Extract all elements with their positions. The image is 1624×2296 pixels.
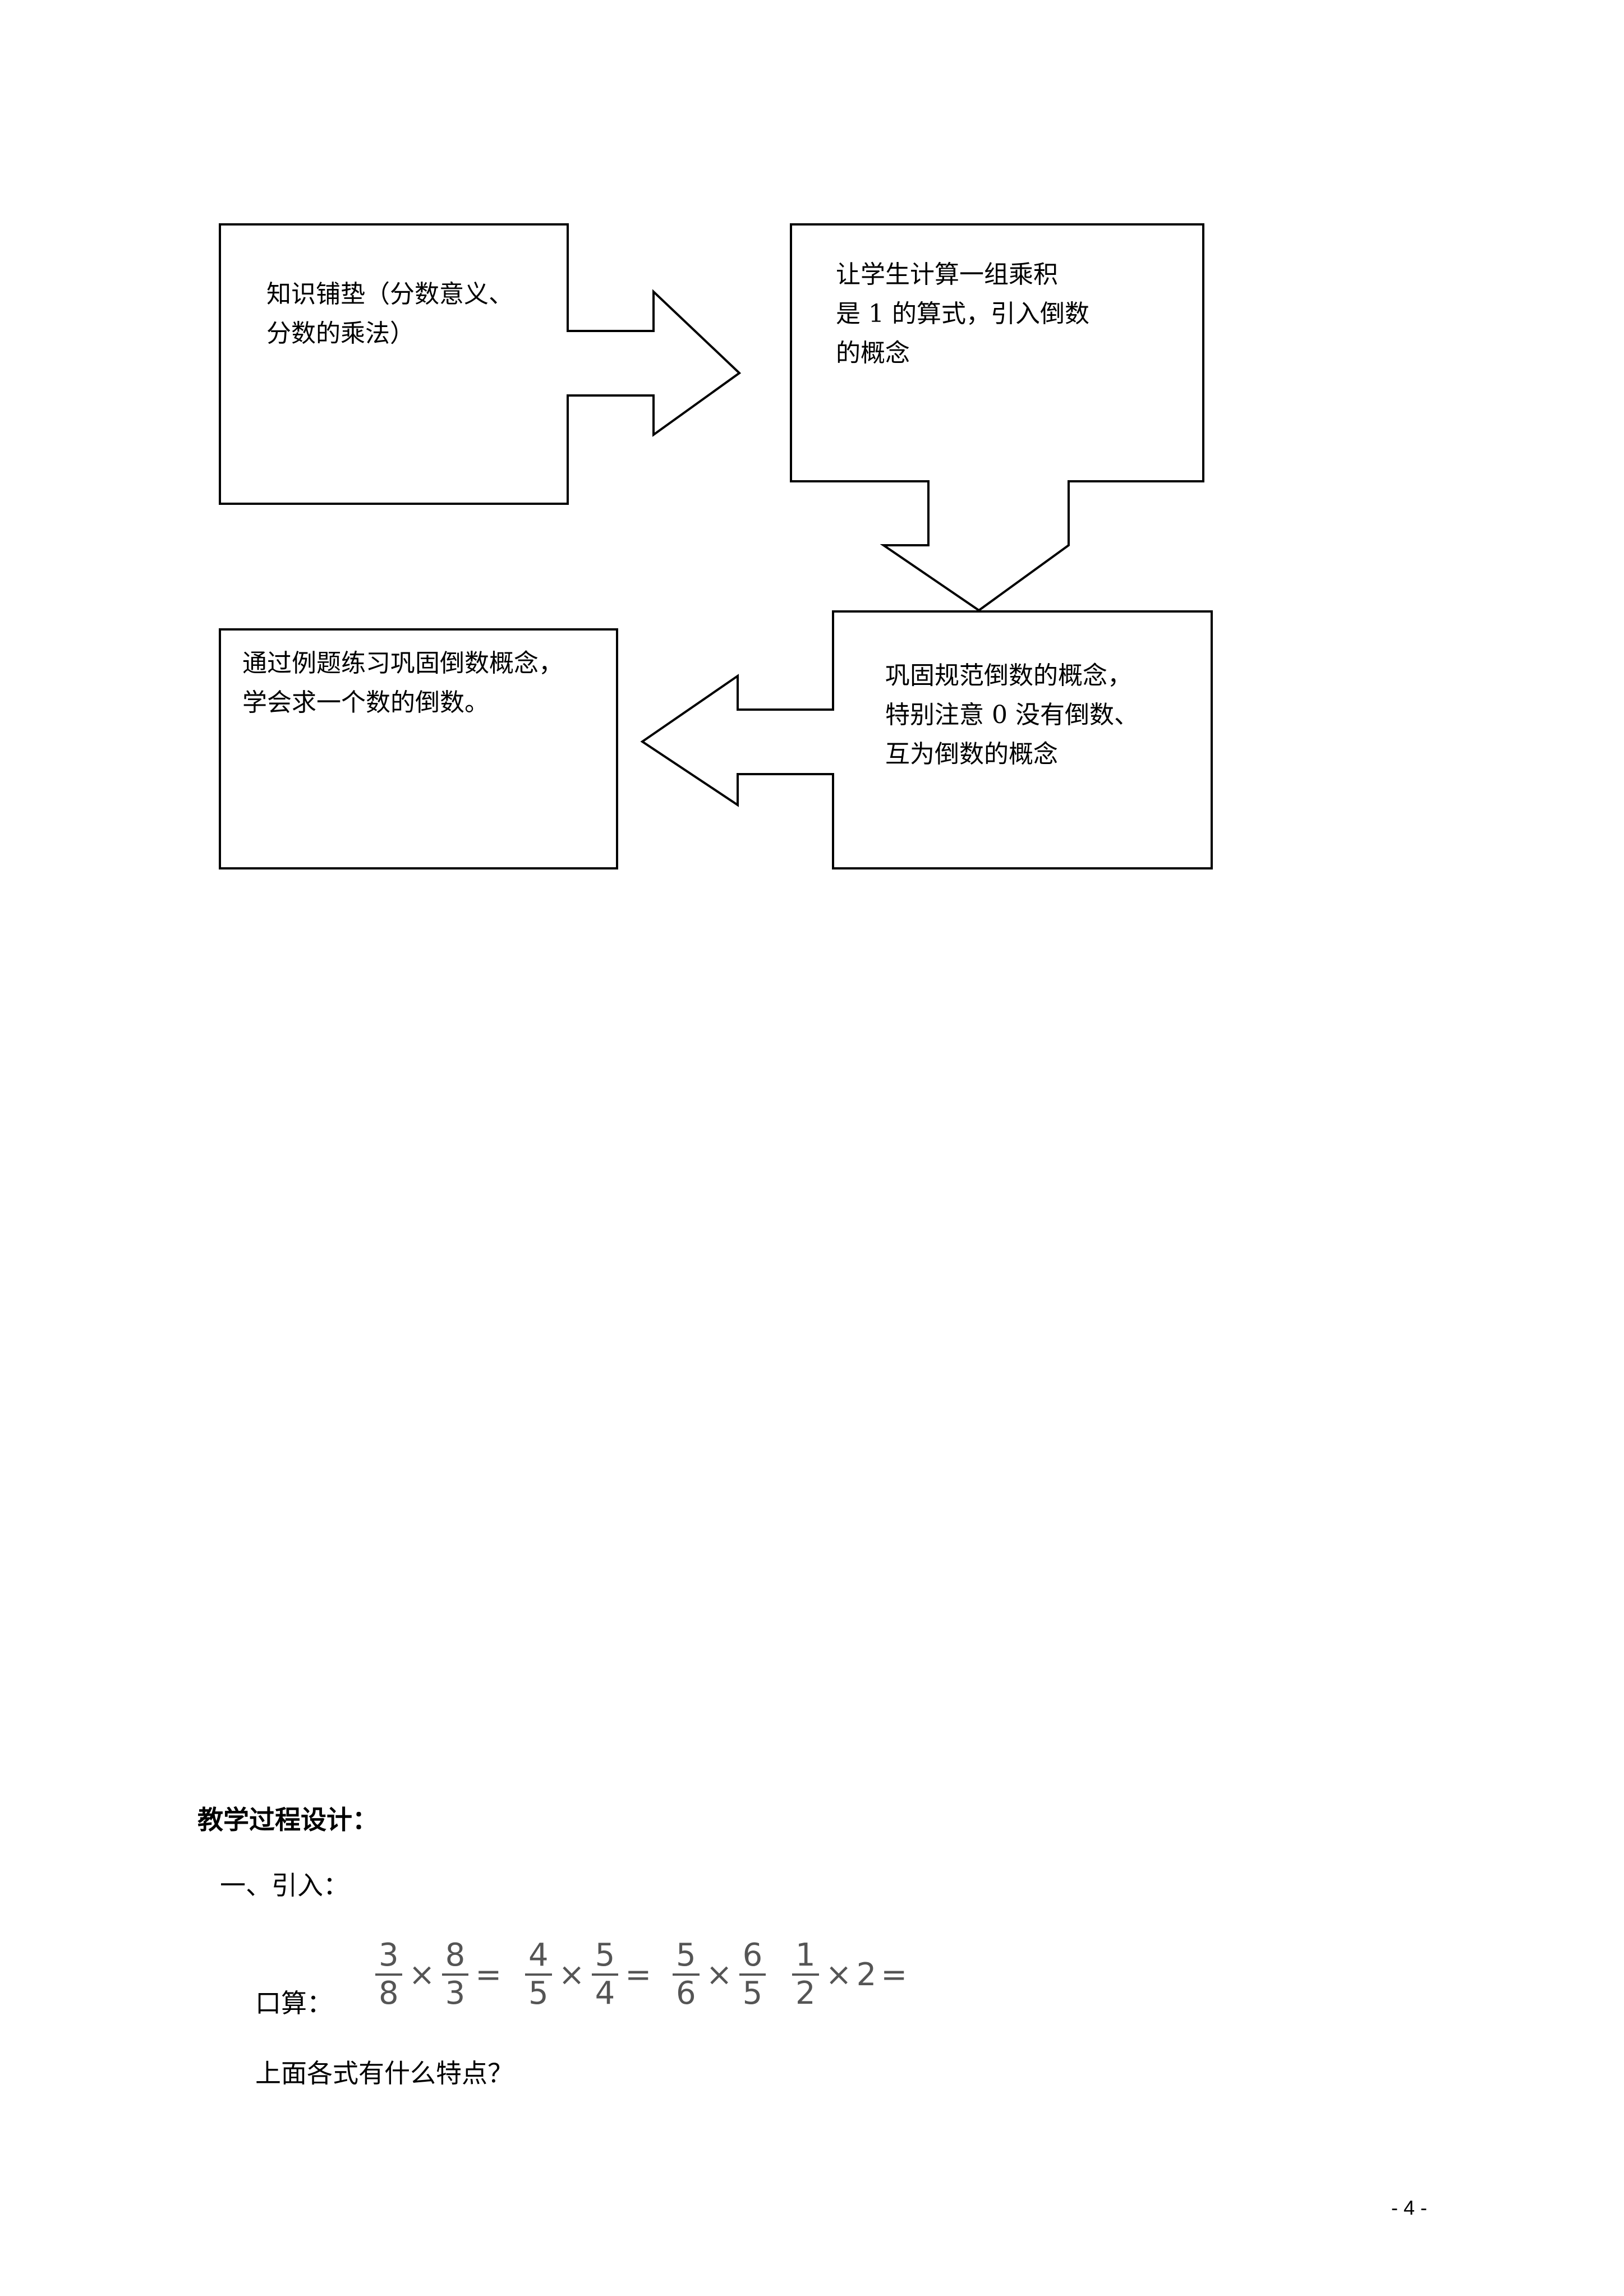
fraction-bar bbox=[591, 1973, 619, 1976]
fraction-bar bbox=[792, 1973, 819, 1976]
fraction: 6 5 bbox=[739, 1938, 766, 2012]
fraction: 4 5 bbox=[525, 1938, 552, 2012]
denominator: 2 bbox=[795, 1975, 816, 2012]
step4-text: 通过例题练习巩固倒数概念， 学会求一个数的倒数。 bbox=[242, 644, 563, 723]
fraction: 5 4 bbox=[591, 1937, 619, 2012]
equals-sign: = bbox=[625, 1956, 652, 1993]
fraction-bar bbox=[525, 1973, 552, 1976]
step2-line: 的概念 bbox=[836, 339, 910, 367]
section-intro: 一、引入： bbox=[220, 1870, 349, 1901]
denominator: 4 bbox=[595, 1975, 615, 2012]
expression-4: 1 2 × 2 = bbox=[790, 1932, 912, 2017]
denominator: 5 bbox=[528, 1975, 549, 2012]
times-sign: × bbox=[558, 1956, 585, 1993]
step4-line: 通过例题练习巩固倒数概念， bbox=[242, 649, 563, 678]
step1-line: 分数的乘法） bbox=[266, 319, 415, 348]
expression-2: 4 5 × 5 4 = bbox=[523, 1932, 656, 2017]
numerator: 8 bbox=[445, 1937, 466, 1973]
numerator: 1 bbox=[795, 1937, 816, 1973]
equals-sign: = bbox=[881, 1956, 908, 1993]
page-number: - 4 - bbox=[1391, 2196, 1428, 2219]
denominator: 8 bbox=[379, 1975, 399, 2012]
step3-text: 巩固规范倒数的概念， 特别注意 0 没有倒数、 互为倒数的概念 bbox=[885, 656, 1139, 774]
fraction-bar bbox=[441, 1973, 469, 1976]
step3-box bbox=[640, 610, 1213, 869]
step1-box bbox=[219, 223, 742, 505]
step4-line: 学会求一个数的倒数。 bbox=[242, 688, 489, 717]
step2-text: 让学生计算一组乘积 是 1 的算式，引入倒数 的概念 bbox=[836, 255, 1089, 373]
numerator: 5 bbox=[595, 1937, 615, 1973]
numerator: 4 bbox=[528, 1937, 549, 1973]
fraction-bar bbox=[375, 1973, 402, 1976]
numerator: 5 bbox=[676, 1937, 696, 1973]
step3-line: 巩固规范倒数的概念， bbox=[885, 661, 1132, 690]
step1-line: 知识铺垫（分数意义、 bbox=[266, 280, 513, 309]
equals-sign: = bbox=[475, 1956, 502, 1993]
numerator: 6 bbox=[742, 1937, 763, 1973]
step1-text: 知识铺垫（分数意义、 分数的乘法） bbox=[266, 275, 513, 353]
numerator: 3 bbox=[379, 1937, 399, 1973]
flowchart bbox=[219, 223, 1213, 869]
expression-3: 5 6 × 6 5 bbox=[670, 1932, 768, 2017]
step2-line: 让学生计算一组乘积 bbox=[836, 260, 1058, 289]
oral-calc-label: 口算： bbox=[255, 1988, 333, 2018]
times-sign: × bbox=[706, 1956, 733, 1993]
integer: 2 bbox=[856, 1956, 877, 1993]
denominator: 6 bbox=[676, 1975, 696, 2012]
fraction: 1 2 bbox=[792, 1938, 819, 2012]
fraction: 8 3 bbox=[441, 1937, 469, 2012]
fraction: 5 6 bbox=[673, 1938, 700, 2012]
section-heading: 教学过程设计： bbox=[197, 1805, 378, 1835]
times-sign: × bbox=[408, 1956, 435, 1993]
step3-line: 互为倒数的概念 bbox=[885, 740, 1058, 769]
step4-box bbox=[219, 628, 618, 869]
denominator: 5 bbox=[742, 1975, 763, 2012]
times-sign: × bbox=[825, 1956, 852, 1993]
expression-1: 3 8 × 8 3 = bbox=[373, 1932, 506, 2017]
fraction-bar bbox=[739, 1973, 766, 1976]
question-text: 上面各式有什么特点？ bbox=[255, 2058, 513, 2088]
denominator: 3 bbox=[445, 1975, 466, 2012]
step2-line: 是 1 的算式，引入倒数 bbox=[836, 300, 1089, 328]
step3-line: 特别注意 0 没有倒数、 bbox=[885, 701, 1139, 729]
fraction: 3 8 bbox=[375, 1938, 402, 2012]
fraction-bar bbox=[673, 1973, 700, 1976]
